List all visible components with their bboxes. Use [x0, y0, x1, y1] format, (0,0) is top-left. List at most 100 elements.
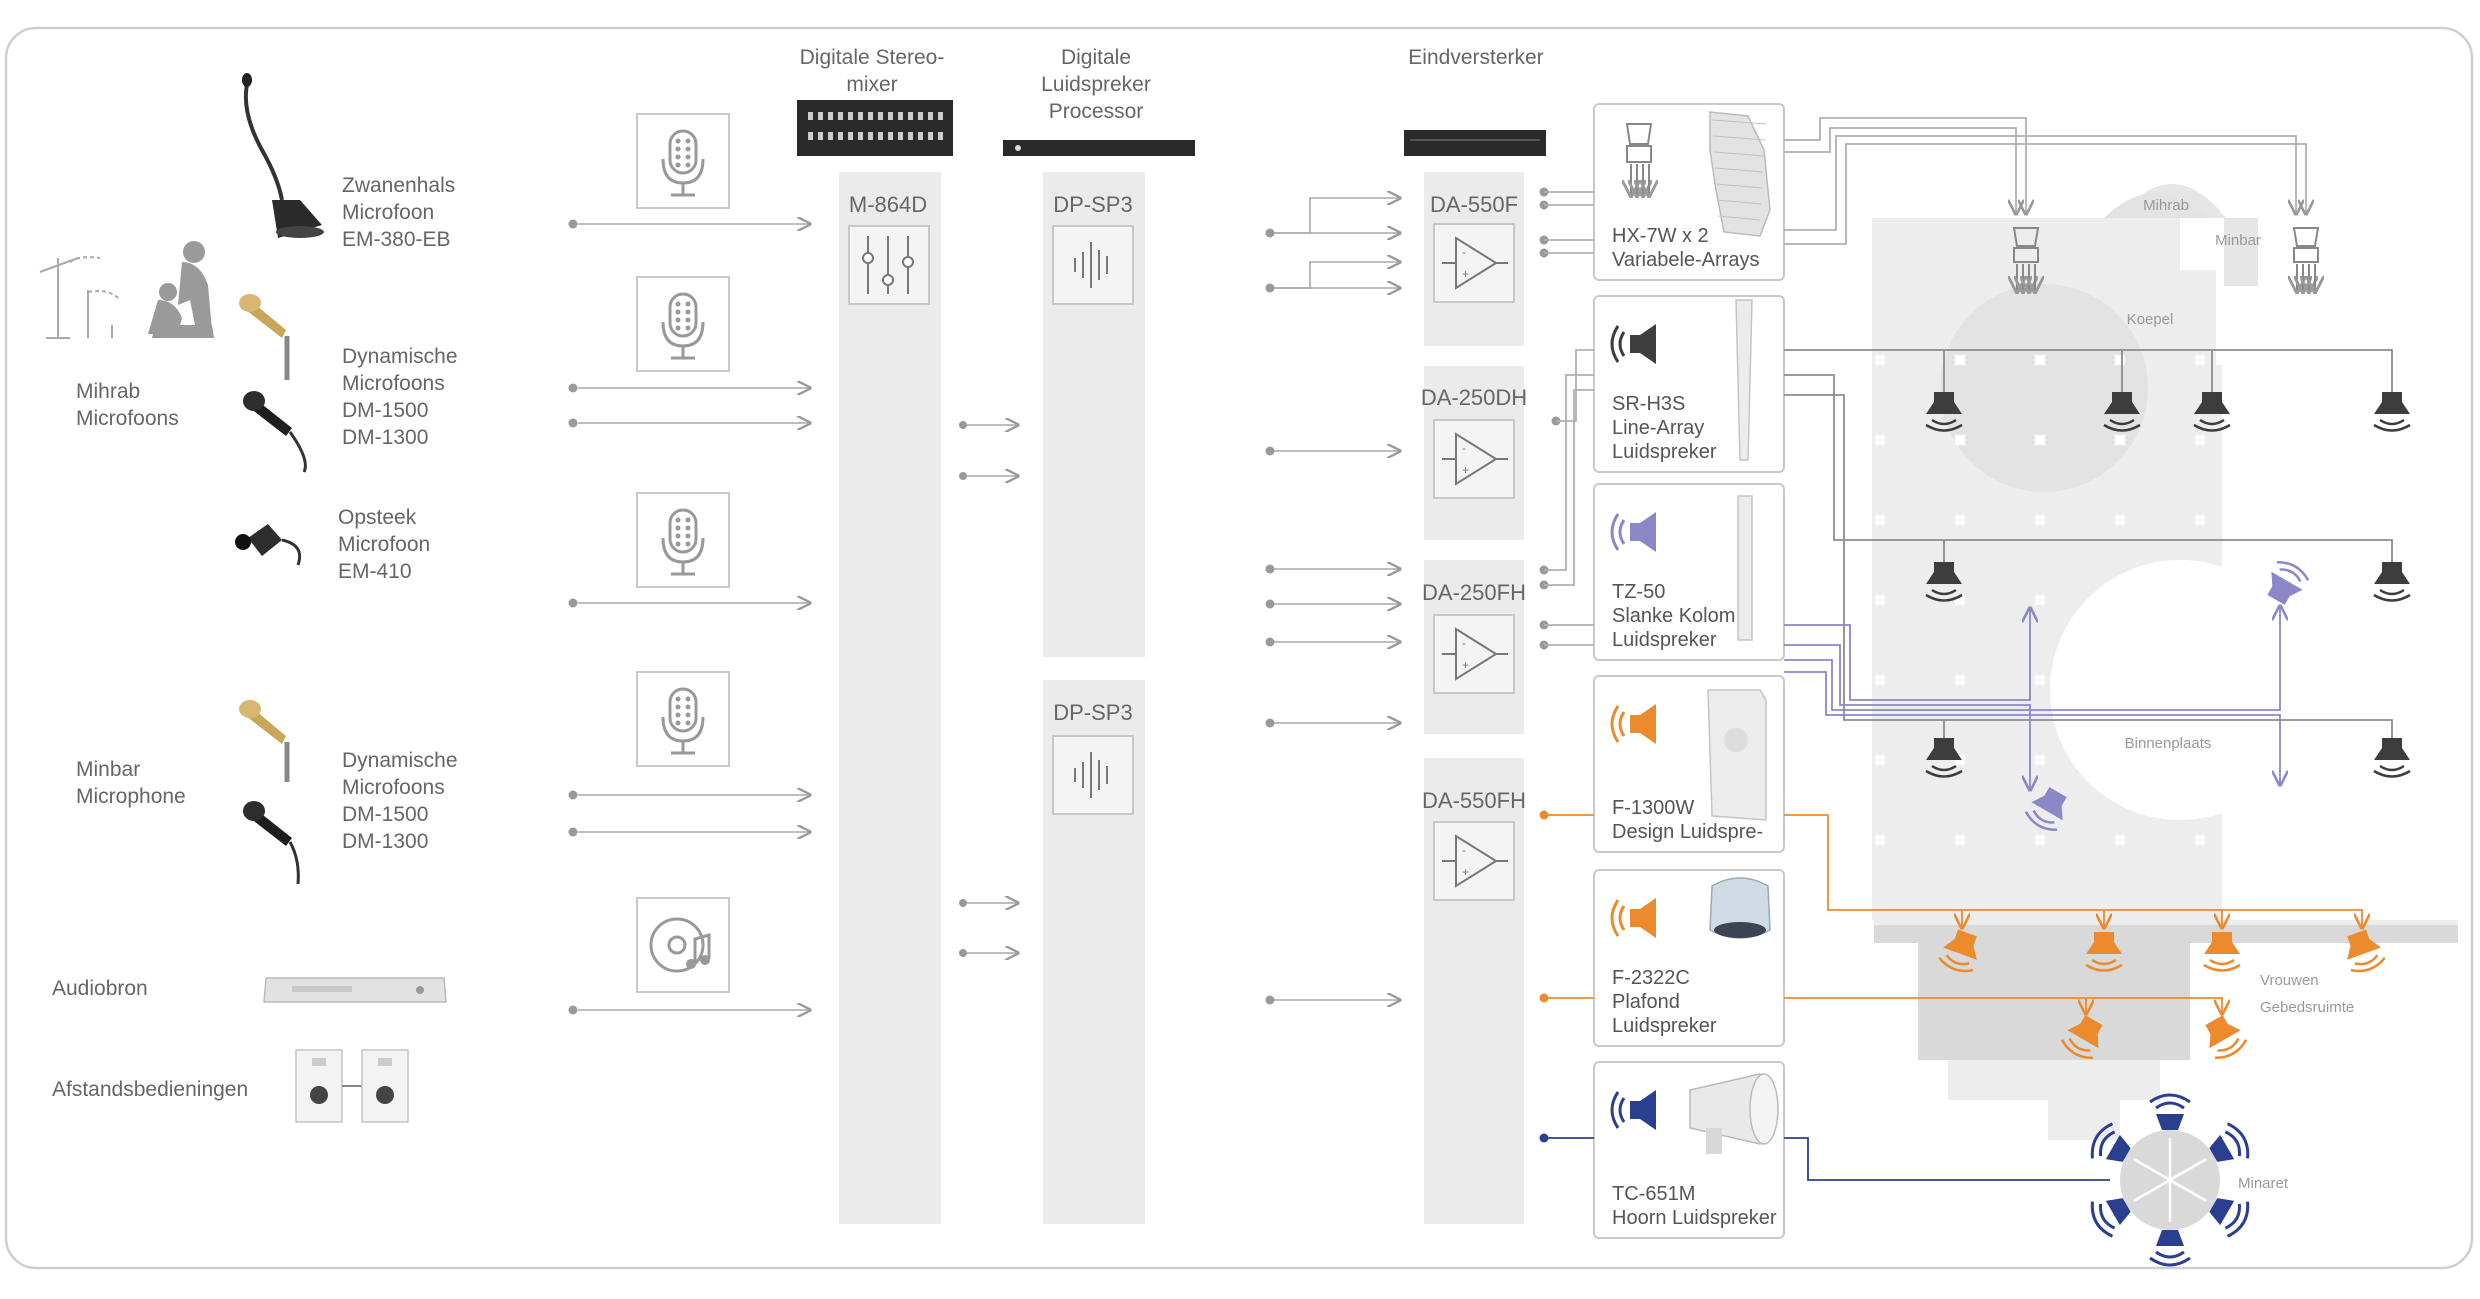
amp-to-speaker-line	[1544, 389, 1594, 586]
plan-minaret-label: Minaret	[2238, 1175, 2289, 1192]
line-array-wire	[1784, 349, 2393, 392]
source-line-dot	[568, 383, 578, 393]
line-array-wire	[1784, 374, 2393, 562]
audiobron-label: Audiobron	[52, 977, 148, 1000]
plan-line-array-speaker-icon	[1925, 738, 1963, 778]
svg-text:+: +	[1462, 463, 1469, 477]
hx-wire	[1784, 143, 2306, 245]
input-music-icon	[636, 897, 730, 993]
dynamic-mic-gold-2-icon	[239, 700, 290, 782]
plan-ceiling-speaker-icon	[2060, 1015, 2103, 1059]
mixer-model-label: M-864D	[849, 192, 927, 217]
source-line-dot	[568, 418, 578, 428]
amplifier-symbol-icon: -+	[1433, 821, 1515, 901]
svg-text:+: +	[1462, 658, 1469, 672]
speaker-symbol-icon	[1610, 512, 1656, 552]
speaker-product-images	[1627, 111, 1779, 1154]
amp3-model-label: DA-250FH	[1422, 580, 1526, 605]
dvd-player-icon	[263, 977, 447, 1003]
horn-speaker-wire	[1784, 1137, 2110, 1181]
source-line-dot	[568, 790, 578, 800]
source-line-dot	[568, 219, 578, 229]
plan-design-speaker-icon	[2085, 932, 2123, 972]
hx-wire	[1784, 135, 2296, 231]
column-wire	[1784, 644, 2030, 790]
gooseneck-mic-icon	[242, 73, 324, 238]
speaker-symbol-icon	[1610, 1090, 1656, 1130]
dynamic-mic-black-2-icon	[243, 801, 300, 885]
plan-array-speaker-icon	[2294, 227, 2318, 292]
column-wire	[1784, 608, 2030, 701]
diagram-frame	[4, 26, 2474, 1270]
input-mic-3-icon	[636, 492, 730, 588]
minaret-horn-cluster	[2090, 1093, 2250, 1267]
afstand-label: Afstandsbedieningen	[52, 1078, 248, 1101]
amplifier-symbol-icon: -+	[1433, 419, 1515, 499]
plan-line-array-speaker-icon	[2373, 392, 2411, 432]
design-speaker-wire	[1784, 814, 2362, 928]
svg-text:-: -	[1462, 636, 1466, 650]
dsp-output-dot	[1265, 564, 1275, 574]
column-wire	[1784, 671, 2280, 785]
clip-on-mic-icon	[235, 524, 302, 566]
mixer-fader-icon	[848, 225, 930, 305]
input-mic-4-icon	[636, 671, 730, 767]
plan-column-speaker-icon	[2267, 561, 2310, 605]
dsp2-waveform-icon	[1052, 735, 1134, 815]
dsp1-model-label: DP-SP3	[1053, 192, 1132, 217]
svg-text:+: +	[1462, 267, 1469, 281]
amp4-model-label: DA-550FH	[1422, 788, 1526, 813]
mixer-device-icon	[797, 100, 953, 156]
speaker-symbol-icon	[1610, 324, 1656, 364]
plan-design-speaker-icon	[1938, 929, 1977, 973]
dsp-output-dot	[1265, 283, 1275, 293]
svg-text:+: +	[1462, 865, 1469, 879]
dsp-output-dot	[1265, 599, 1275, 609]
mixer-header: Digitale Stereo-mixer	[800, 46, 945, 96]
plan-design-speaker-icon	[2203, 932, 2241, 972]
column-wire	[1784, 606, 2280, 711]
source-line-dot	[568, 827, 578, 837]
plan-line-array-speaker-icon	[2193, 392, 2231, 432]
amp-to-speaker-line	[1544, 374, 1594, 571]
svg-text:-: -	[1462, 843, 1466, 857]
mixer-column	[839, 172, 941, 1224]
mixer-output-dot	[959, 421, 967, 429]
source-line-dot	[568, 1005, 578, 1015]
mixer-output-dot	[959, 949, 967, 957]
plan-ceiling-speaker-icon	[2205, 1015, 2248, 1059]
speaker-symbol-icon	[1610, 898, 1656, 938]
processor-device-icon	[1003, 140, 1195, 156]
dsp-output-dot	[1265, 995, 1275, 1005]
plan-mihrab-label: Mihrab	[2143, 197, 2189, 214]
line-array-wire	[1784, 394, 2393, 738]
plan-column-speaker-icon	[2024, 787, 2067, 831]
plan-koepel-label: Koepel	[2127, 311, 2174, 328]
source-line-dot	[568, 598, 578, 608]
amplifier-symbol-icon: -+	[1433, 614, 1515, 694]
svg-text:-: -	[1462, 245, 1466, 259]
amplifier-symbol-icon: -+	[1433, 223, 1515, 303]
dynamic-mic-gold-icon	[239, 294, 290, 380]
plan-minbar-label: Minbar	[2215, 232, 2261, 249]
mixer-output-dot	[959, 472, 967, 480]
input-mic-2-icon	[636, 276, 730, 372]
kneeling-figure-icon	[148, 241, 214, 338]
dsp-output-dot	[1265, 637, 1275, 647]
dsp-output-dot	[1265, 446, 1275, 456]
